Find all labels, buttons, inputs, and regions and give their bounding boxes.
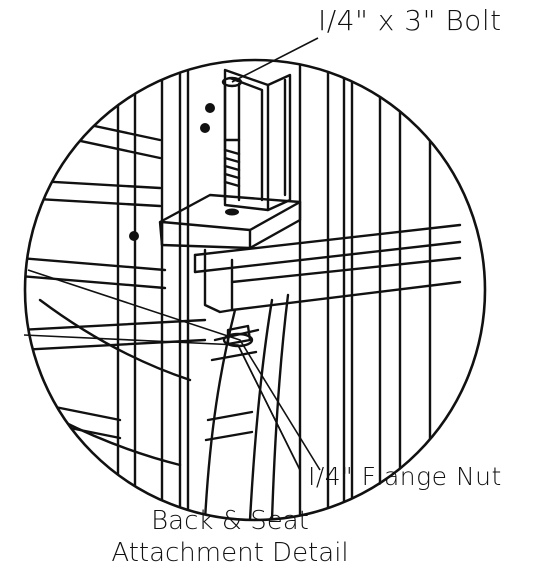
- curved-support: [203, 293, 290, 520]
- detail-circle: [23, 58, 487, 522]
- flange-nut-callout: I/4" Flange Nut: [308, 462, 502, 491]
- bolt-holes: [129, 103, 215, 241]
- clamp-plate: [158, 193, 302, 250]
- lower-arcs: [38, 298, 192, 467]
- caption-line-2: Attachment Detail: [111, 538, 349, 568]
- caption: Back & Seat Attachment Detail: [80, 505, 380, 569]
- bolt-callout: I/4" x 3" Bolt: [318, 4, 502, 37]
- bolt: [221, 76, 243, 202]
- caption-line-1: Back & Seat: [151, 506, 309, 536]
- leader-lines: [23, 37, 321, 471]
- nut-leader-1: [27, 269, 321, 471]
- bolt-leader: [231, 37, 319, 83]
